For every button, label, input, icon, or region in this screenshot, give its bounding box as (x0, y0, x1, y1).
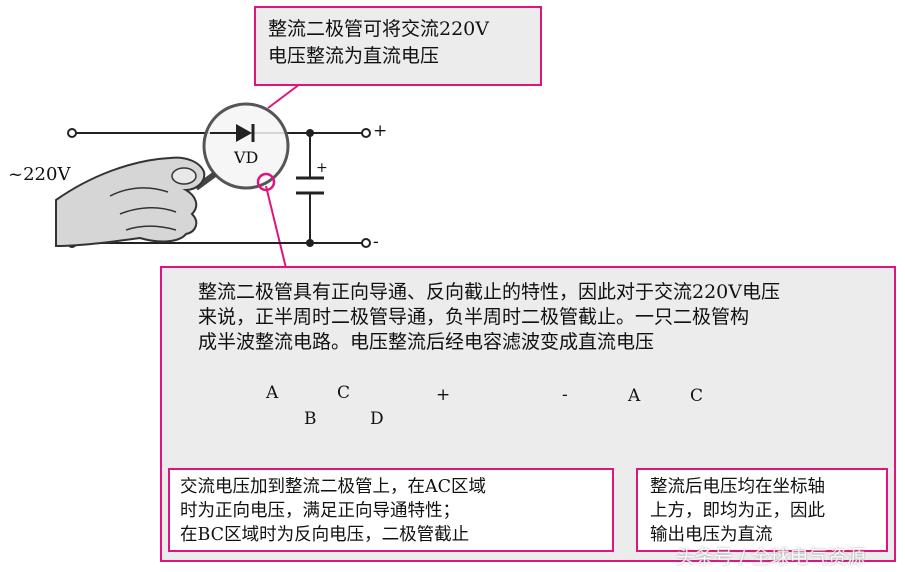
diode-minus-label: - (562, 385, 568, 405)
output-label-a: A (628, 386, 641, 406)
explanation-line: 来说，正半周时二极管导通，负半周时二极管截止。一只二极管构 (198, 306, 750, 328)
input-explanation-line: 交流电压加到整流二极管上，在AC区域 (180, 477, 487, 497)
explanation-text: 整流二极管具有正向导通、反向截止的特性，因此对于交流220V电压 来说，正半周时… (198, 280, 888, 355)
output-label-c: C (690, 386, 704, 406)
top-callout: 整流二极管可将交流220V 电压整流为直流电压 (254, 6, 542, 86)
callout-pointer (267, 83, 301, 109)
panel-pointer (265, 185, 287, 269)
explanation-line: 整流二极管具有正向导通、反向截止的特性，因此对于交流220V电压 (198, 281, 780, 303)
output-explanation-line: 整流后电压均在坐标轴 (650, 477, 825, 497)
capacitor-plus-label: + (316, 160, 328, 176)
terminal-right-top (361, 128, 371, 138)
hand-icon (55, 156, 206, 248)
explanation-panel: 整流二极管具有正向导通、反向截止的特性，因此对于交流220V电压 来说，正半周时… (160, 266, 896, 562)
input-explanation-line: 在BC区域时为反向电压，二极管截止 (180, 525, 470, 545)
top-callout-line: 电压整流为直流电压 (268, 45, 440, 67)
diode-plus-label: + (436, 385, 451, 405)
wave-label-c: C (337, 383, 351, 403)
output-plus-label: + (373, 121, 388, 141)
watermark: 头条号 / 全球电气资源 (676, 546, 866, 568)
wave-label-b: B (304, 409, 317, 429)
terminal-left-top (67, 128, 77, 138)
explanation-line: 成半波整流电路。电压整流后经电容滤波变成直流电压 (198, 331, 655, 353)
diode-icon (236, 124, 252, 142)
output-explanation-box: 整流后电压均在坐标轴 上方，即均为正，因此 输出电压为直流 (636, 468, 888, 552)
top-callout-line: 整流二极管可将交流220V (268, 18, 489, 40)
output-explanation-line: 输出电压为直流 (650, 525, 773, 545)
diode-label: VD (234, 148, 259, 167)
junction-dot-top (306, 129, 314, 137)
wave-label-d: D (370, 409, 384, 429)
input-explanation-box: 交流电压加到整流二极管上，在AC区域 时为正向电压，满足正向导通特性； 在BC区… (168, 468, 614, 552)
junction-dot-bottom (306, 239, 314, 247)
focus-circle-icon (256, 172, 276, 192)
input-explanation-line: 时为正向电压，满足正向导通特性； (180, 501, 460, 521)
output-minus-label: - (373, 232, 379, 252)
wave-label-a: A (266, 383, 279, 403)
output-explanation-line: 上方，即均为正，因此 (650, 501, 825, 521)
source-voltage-label: ~220V (8, 164, 71, 185)
magnifier-lens (202, 102, 290, 190)
terminal-right-bottom (361, 238, 371, 248)
